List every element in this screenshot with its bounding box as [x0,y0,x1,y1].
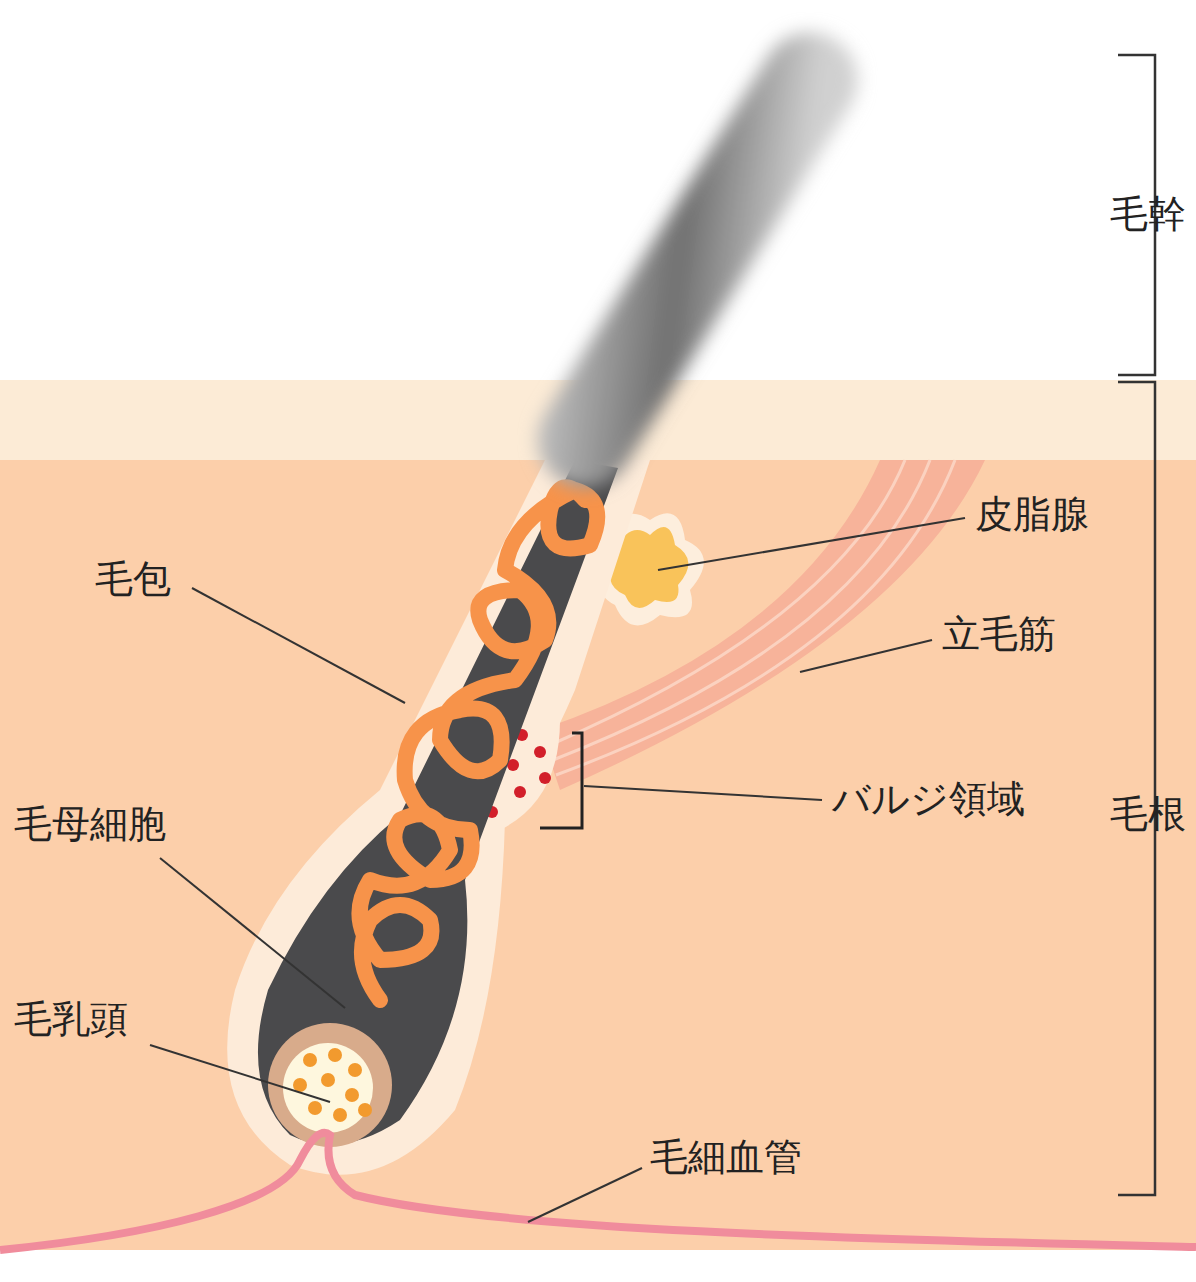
bulge-bracket [540,733,582,828]
hair-shaft [585,80,810,440]
follicle-sheath [227,460,650,1175]
part-label: 毛乳頭 [14,997,128,1043]
leader-lines [150,518,965,1222]
scribble [360,487,598,1000]
part-label: 立毛筋 [942,612,1056,658]
root-bracket [1118,382,1155,1195]
part-label: 毛幹 [1110,192,1186,238]
part-label: バルジ領域 [832,777,1025,823]
part-label: 皮脂腺 [975,492,1089,538]
papilla-dots [293,1048,372,1122]
dermal-papilla [283,1043,373,1133]
part-label: 毛包 [95,557,171,603]
part-label: 毛細血管 [650,1135,802,1181]
part-label: 毛母細胞 [14,802,166,848]
part-label: 毛根 [1110,792,1186,838]
capillary [0,1133,1196,1250]
dermis [0,460,1196,1250]
hair-matrix [268,1023,392,1147]
